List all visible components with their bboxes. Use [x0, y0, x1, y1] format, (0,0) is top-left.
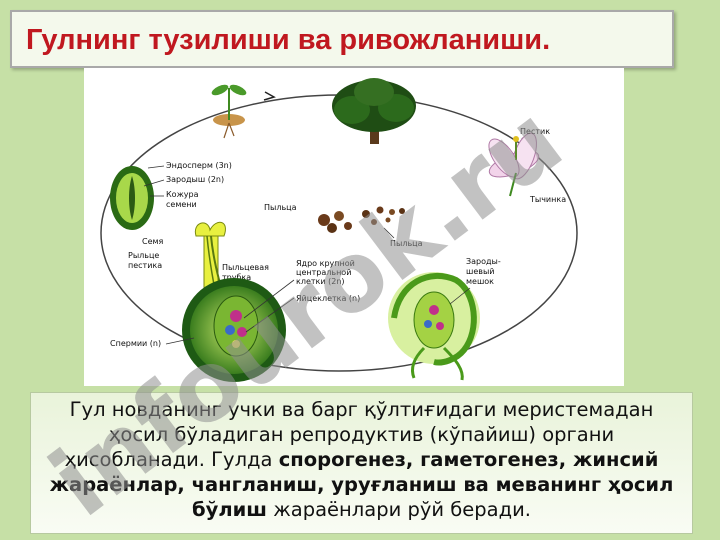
pollen-grains-icon — [362, 206, 405, 225]
pollen-tube-label: трубка — [222, 273, 251, 282]
nucleus-label: клетки (2n) — [296, 277, 345, 286]
stamen-label: Тычинка — [529, 195, 566, 204]
tree-icon — [332, 78, 416, 144]
seed-cross-section-icon — [110, 166, 154, 230]
title-box: Гулнинг тузилиши ва ривожланиши. — [10, 10, 674, 68]
pollen-tube-label: Пыльцевая — [222, 263, 269, 272]
embryo-label: Зародыш (2n) — [166, 175, 224, 184]
egg-cell-label: Яйцеклетка (n) — [296, 294, 360, 303]
nucleus-label: центральной — [296, 268, 351, 277]
embryo-sac-icon — [388, 272, 480, 381]
pollen-grains-icon — [318, 211, 352, 233]
embryo-sac-label: шевый — [466, 267, 494, 276]
pollen-label: Пыльца — [390, 239, 423, 248]
seed-label: Семя — [142, 237, 164, 246]
pointer-line — [449, 287, 471, 305]
caption-part: Гул новданинг учки ва барг қўлтиғидаги м… — [64, 398, 654, 471]
embryo-sac-label: Зароды- — [466, 257, 501, 266]
caption-text: Гул новданинг учки ва барг қўлтиғидаги м… — [39, 397, 684, 522]
flower-lifecycle-diagram: Пестик Тычинка Эндосперм (3n) Зародыш (2… — [84, 68, 624, 386]
pointer-line — [165, 337, 195, 345]
flower-icon — [488, 132, 540, 197]
embryo-sac-label: мешок — [466, 277, 494, 286]
pollen-label: Пыльца — [264, 203, 297, 212]
pointer-line — [245, 297, 295, 333]
stigma-label: Рыльце — [128, 251, 159, 260]
caption-part: жараёнлари рўй беради. — [267, 498, 531, 521]
pistil-label: Пестик — [520, 127, 550, 136]
caption-box: Гул новданинг учки ва барг қўлтиғидаги м… — [30, 392, 693, 534]
endosperm-label: Эндосперм (3n) — [166, 161, 232, 170]
caption-bold: спорогенез, гаметогенез, жинсий жараёнла… — [49, 448, 674, 521]
cycle-arrowhead — [263, 91, 276, 101]
seed-coat-label: Кожура — [166, 190, 199, 199]
sperm-label: Спермии (n) — [110, 339, 161, 348]
diagram-svg: Пестик Тычинка Эндосперм (3n) Зародыш (2… — [100, 78, 578, 382]
page-title: Гулнинг тузилиши ва ривожланиши. — [26, 24, 551, 56]
cycle-arrow — [100, 94, 578, 372]
ovule-cross-section-icon — [182, 278, 286, 382]
stigma-label: пестика — [128, 261, 162, 270]
seedling-icon — [211, 84, 247, 139]
nucleus-label: Ядро крупной — [296, 259, 355, 268]
seed-coat-label: семени — [166, 200, 197, 209]
pointer-line — [147, 165, 165, 169]
pointer-line — [383, 227, 395, 239]
pointer-line — [243, 279, 295, 319]
pointer-line — [143, 179, 165, 187]
